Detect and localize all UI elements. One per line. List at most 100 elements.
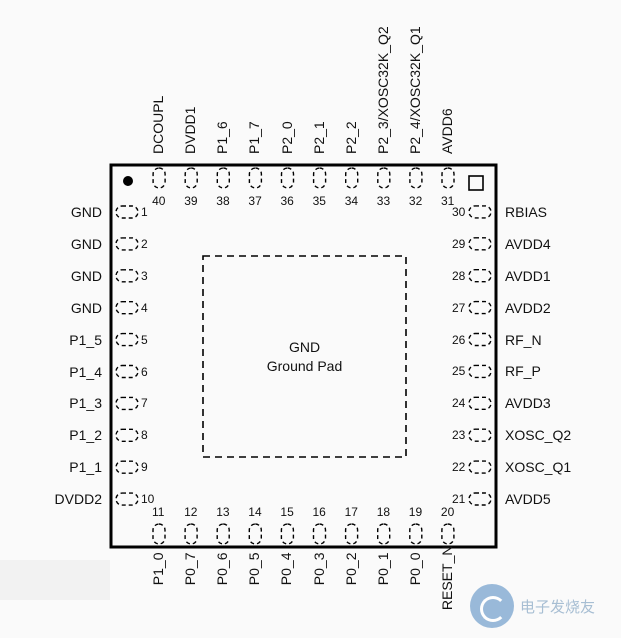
pin-number-16: 16 bbox=[312, 505, 326, 519]
pin-number-18: 18 bbox=[376, 505, 391, 519]
pin-pad-3 bbox=[115, 269, 139, 283]
pin-pad-32 bbox=[409, 167, 423, 189]
pin-label-avdd5: AVDD5 bbox=[505, 491, 551, 507]
pin-label-avdd2: AVDD2 bbox=[505, 299, 551, 316]
pin-number-9: 9 bbox=[141, 460, 148, 475]
pin-number-10: 10 bbox=[141, 492, 155, 507]
pin-label-dvdd1: DVDD1 bbox=[182, 106, 199, 154]
pin-label-p1_1: P1_1 bbox=[69, 459, 102, 476]
pin-label-p0_0: P0_0 bbox=[406, 552, 423, 586]
pin-pad-19 bbox=[409, 523, 423, 545]
pin-number-13: 13 bbox=[216, 505, 230, 519]
pin-pad-34 bbox=[345, 167, 359, 189]
pin-label-p2_2: P2_2 bbox=[342, 121, 359, 154]
pin-label-p2_3-xosc32k_q2: P2_3/XOSC32K_Q2 bbox=[374, 26, 391, 154]
watermark: 电子发烧友 bbox=[470, 584, 595, 628]
pin-pad-6 bbox=[115, 364, 139, 379]
pin-label-avdd1: AVDD1 bbox=[505, 267, 551, 284]
pin-pad-17 bbox=[344, 523, 359, 545]
pin-number-31: 31 bbox=[441, 194, 455, 208]
pin-number-33: 33 bbox=[376, 194, 391, 208]
pin-number-24: 24 bbox=[452, 396, 466, 411]
pin-number-15: 15 bbox=[280, 505, 294, 519]
pin-pad-37 bbox=[248, 167, 263, 189]
pin-number-37: 37 bbox=[248, 194, 262, 208]
pin-label-p1_0: P1_0 bbox=[150, 552, 166, 586]
pin-pad-8 bbox=[115, 428, 139, 442]
pin-label-p0_2: P0_2 bbox=[342, 552, 359, 586]
pin-number-3: 3 bbox=[141, 268, 148, 283]
pin-number-22: 22 bbox=[452, 460, 466, 475]
pin-label-p0_3: P0_3 bbox=[310, 552, 327, 586]
pin-pad-5 bbox=[115, 332, 139, 347]
pin-label-p2_4-xosc32k_q1: P2_4/XOSC32K_Q1 bbox=[406, 26, 423, 154]
watermark-text: 电子发烧友 bbox=[520, 597, 596, 616]
pin-number-11: 11 bbox=[152, 505, 165, 519]
pin-number-32: 32 bbox=[408, 194, 423, 208]
pin-pad-22 bbox=[468, 460, 492, 474]
pin-number-39: 39 bbox=[184, 194, 198, 208]
pin-number-35: 35 bbox=[312, 194, 326, 208]
pin-number-38: 38 bbox=[216, 194, 230, 208]
pin-label-p2_1: P2_1 bbox=[310, 121, 327, 154]
ground-pad-sublabel: Ground Pad bbox=[266, 358, 343, 374]
pin-label-p1_4: P1_4 bbox=[69, 363, 102, 380]
ground-pad-label: GND bbox=[288, 339, 321, 355]
pin-pad-31 bbox=[441, 167, 455, 189]
pin-label-gnd: GND bbox=[70, 235, 102, 252]
pin-label-rf_n: RF_N bbox=[505, 331, 542, 348]
pin-number-21: 21 bbox=[452, 492, 466, 506]
watermark-logo-icon bbox=[470, 584, 514, 628]
pin-label-p0_5: P0_5 bbox=[246, 552, 263, 586]
pin-label-dvdd2: DVDD2 bbox=[54, 491, 102, 508]
pin-pad-15 bbox=[280, 523, 295, 545]
pin-pad-28 bbox=[468, 269, 492, 283]
pin-label-rf_p: RF_P bbox=[505, 363, 541, 380]
pin-number-27: 27 bbox=[452, 300, 466, 315]
pin-pad-16 bbox=[312, 523, 327, 545]
pin-number-12: 12 bbox=[184, 505, 198, 519]
pin1-marker-dot bbox=[123, 176, 133, 186]
pin-pad-1 bbox=[115, 205, 139, 219]
pin-number-30: 30 bbox=[452, 204, 466, 219]
pin-number-23: 23 bbox=[452, 428, 466, 443]
pin-number-26: 26 bbox=[452, 332, 466, 347]
pin-number-19: 19 bbox=[408, 505, 423, 519]
pin-number-5: 5 bbox=[141, 332, 148, 347]
pin-pad-13 bbox=[216, 523, 230, 545]
pin-pad-33 bbox=[377, 167, 391, 189]
pin-number-29: 29 bbox=[452, 236, 466, 251]
pin-label-p0_1: P0_1 bbox=[374, 552, 391, 586]
pin-label-p0_6: P0_6 bbox=[214, 552, 231, 586]
pin-pad-38 bbox=[216, 167, 231, 189]
pin-label-avdd6: AVDD6 bbox=[439, 108, 455, 154]
pin-label-avdd3: AVDD3 bbox=[505, 395, 551, 412]
pin-label-gnd: GND bbox=[70, 204, 102, 220]
chip-body bbox=[109, 163, 498, 549]
pin-number-20: 20 bbox=[440, 505, 455, 519]
pin-number-40: 40 bbox=[152, 194, 166, 208]
pin-pad-39 bbox=[184, 167, 198, 189]
ground-pad-outline bbox=[202, 255, 407, 458]
pin-pad-9 bbox=[115, 460, 139, 474]
pin-label-xosc_q2: XOSC_Q2 bbox=[505, 427, 572, 444]
pin-label-p1_3: P1_3 bbox=[69, 395, 102, 412]
pin-label-p1_2: P1_2 bbox=[69, 427, 102, 444]
pin-label-xosc_q1: XOSC_Q1 bbox=[505, 459, 572, 476]
pin-number-6: 6 bbox=[141, 364, 148, 379]
pin-pad-23 bbox=[468, 428, 492, 442]
pin-label-avdd4: AVDD4 bbox=[505, 235, 551, 252]
pin-label-p2_0: P2_0 bbox=[278, 121, 295, 154]
pin-pad-20 bbox=[441, 523, 455, 545]
pin-number-36: 36 bbox=[280, 194, 294, 208]
pin-pad-12 bbox=[184, 523, 198, 545]
pin-pad-26 bbox=[468, 332, 492, 347]
pin-label-p1_7: P1_7 bbox=[246, 121, 263, 154]
pin-number-14: 14 bbox=[248, 505, 262, 519]
pin-number-28: 28 bbox=[452, 268, 466, 283]
pin-label-p0_7: P0_7 bbox=[182, 552, 199, 586]
pin-pad-11 bbox=[152, 523, 166, 545]
pin-pad-40 bbox=[152, 167, 166, 189]
pin-label-rbias: RBIAS bbox=[505, 203, 548, 220]
